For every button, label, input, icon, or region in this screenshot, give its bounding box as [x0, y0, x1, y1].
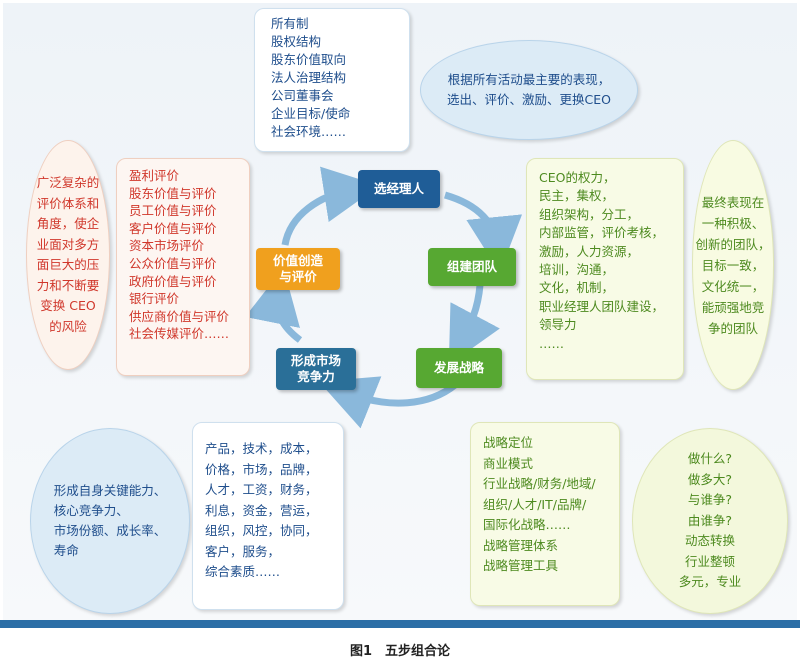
evaluation-line: 供应商价值与评价 — [129, 308, 230, 324]
arrow-select-to-team — [444, 191, 523, 273]
ownership-line: 社会环境…… — [271, 124, 347, 139]
step-build-team: 组建团队 — [428, 248, 516, 286]
outcome-line: 一种积极、 — [701, 215, 765, 231]
team-line: 文化，机制， — [539, 280, 615, 296]
step-value-label: 与评价 — [279, 269, 317, 284]
competitive-factors-box: 产品，技术，成本， 价格，市场，品牌， 人才，工资，财务， 利息，资金，营运， … — [192, 422, 344, 610]
team-line: 内部监管，评价考核， — [539, 225, 665, 241]
ceo-selection-line: 根据所有活动最主要的表现， — [447, 72, 611, 87]
risk-line: 广泛复杂的 — [36, 175, 100, 190]
team-line: 组织架构，分工， — [539, 206, 640, 222]
risk-line: 变换 CEO — [40, 298, 96, 313]
competitiveness-line: 核心竞争力、 — [53, 503, 129, 518]
competitiveness-line: 市场份额、成长率、 — [53, 523, 167, 538]
team-line: 民主，集权， — [539, 188, 615, 204]
factor-line: 综合素质…… — [205, 564, 281, 579]
evaluation-line: 盈利评价 — [129, 168, 180, 183]
step-compete-label: 形成市场 — [290, 353, 341, 368]
team-line: 领导力 — [539, 317, 577, 333]
evaluation-line: 客户价值与评价 — [129, 220, 217, 236]
arrow-compete-to-value — [245, 267, 303, 343]
figure-caption: 图1 五步组合论 — [349, 644, 451, 659]
evaluation-line: 社会传媒评价…… — [129, 326, 230, 342]
outcome-line: 创新的团队， — [695, 236, 771, 252]
step-select-manager: 选经理人 — [358, 170, 440, 208]
ownership-line: 企业目标/使命 — [271, 106, 351, 121]
step-strategy-label: 发展战略 — [433, 360, 484, 375]
team-outcome-ellipse: 最终表现在 一种积极、 创新的团队， 目标一致， 文化统一， 能顽强地竞 争的团… — [692, 140, 774, 390]
risk-line: 业面对多方 — [36, 236, 100, 252]
risk-line: 评价体系和 — [36, 195, 100, 211]
step-market-competitiveness: 形成市场 竞争力 — [276, 348, 356, 390]
ownership-line: 所有制 — [271, 16, 309, 31]
strategy-line: 组织/人才/IT/品牌/ — [483, 496, 587, 512]
risk-line: 的风险 — [49, 318, 87, 334]
strategy-line: 国际化战略…… — [483, 517, 571, 532]
evaluation-line: 银行评价 — [129, 291, 180, 307]
competitiveness-line: 寿命 — [53, 543, 79, 558]
strategy-questions-ellipse: 做什么? 做多大? 与谁争? 由谁争? 动态转换 行业整顿 多元，专业 — [632, 428, 788, 614]
evaluation-line: 政府价值与评价 — [129, 273, 217, 289]
strategy-line: 战略定位 — [483, 435, 534, 450]
ownership-box: 所有制 股权结构 股东价值取向 法人治理结构 公司董事会 企业目标/使命 社会环… — [254, 8, 410, 152]
step-team-label: 组建团队 — [446, 259, 497, 274]
factor-line: 产品，技术，成本， — [205, 441, 318, 456]
competitiveness-ellipse: 形成自身关键能力、 核心竞争力、 市场份额、成长率、 寿命 — [30, 428, 190, 614]
step-value-label: 价值创造 — [272, 253, 323, 268]
factor-line: 价格，市场，品牌， — [205, 461, 318, 477]
factor-line: 人才，工资，财务， — [205, 482, 318, 497]
evaluation-risk-ellipse: 广泛复杂的 评价体系和 角度，使企 业面对多方 面巨大的压 力和不断要 变换 C… — [26, 140, 110, 370]
arrow-strategy-to-compete — [318, 376, 458, 429]
factor-line: 组织，风控，协同， — [205, 523, 318, 538]
team-line: CEO的权力， — [539, 170, 616, 185]
question-line: 做什么? — [687, 451, 733, 467]
ownership-line: 股权结构 — [271, 34, 322, 49]
risk-line: 面巨大的压 — [36, 257, 100, 272]
question-line: 行业整顿 — [684, 553, 735, 569]
team-line: 职业经理人团队建设， — [539, 298, 665, 314]
step-value-creation: 价值创造 与评价 — [256, 248, 340, 290]
factor-line: 客户，服务， — [205, 543, 281, 559]
strategy-line: 商业模式 — [483, 455, 534, 471]
team-building-box: CEO的权力， 民主，集权， 组织架构，分工， 内部监管，评价考核， 激励，人力… — [526, 158, 684, 380]
factor-line: 利息，资金，营运， — [205, 502, 318, 518]
footer-bar — [0, 620, 800, 628]
risk-line: 角度，使企 — [36, 216, 100, 231]
outcome-line: 能顽强地竞 — [701, 299, 765, 315]
strategy-line: 战略管理体系 — [483, 537, 559, 553]
step-compete-label: 竞争力 — [297, 369, 335, 384]
value-evaluation-box: 盈利评价 股东价值与评价 员工价值与评价 客户价值与评价 资本市场评价 公众价值… — [116, 158, 250, 376]
step-develop-strategy: 发展战略 — [416, 348, 502, 388]
evaluation-line: 公众价值与评价 — [129, 255, 217, 271]
evaluation-line: 资本市场评价 — [129, 238, 205, 254]
question-line: 多元，专业 — [678, 574, 742, 590]
outcome-line: 目标一致， — [701, 257, 765, 273]
strategy-line: 行业战略/财务/地域/ — [483, 476, 596, 491]
strategy-box: 战略定位 商业模式 行业战略/财务/地域/ 组织/人才/IT/品牌/ 国际化战略… — [470, 422, 620, 606]
arrow-value-to-select — [281, 166, 380, 246]
arrow-team-to-strategy — [448, 284, 500, 365]
team-line: …… — [539, 335, 564, 351]
evaluation-line: 股东价值与评价 — [129, 185, 217, 201]
ownership-line: 公司董事会 — [271, 88, 334, 103]
strategy-line: 战略管理工具 — [483, 558, 559, 573]
ownership-line: 股东价值取向 — [271, 52, 347, 67]
competitiveness-line: 形成自身关键能力、 — [53, 483, 167, 498]
ceo-selection-ellipse: 根据所有活动最主要的表现， 选出、评价、激励、更换CEO — [420, 40, 638, 140]
step-select-label: 选经理人 — [373, 181, 424, 196]
outcome-line: 争的团队 — [707, 320, 758, 336]
risk-line: 力和不断要 — [36, 277, 100, 293]
ceo-selection-line: 选出、评价、激励、更换CEO — [447, 92, 611, 107]
team-line: 激励，人力资源， — [539, 243, 640, 259]
question-line: 动态转换 — [684, 533, 735, 549]
outcome-line: 文化统一， — [701, 278, 765, 294]
question-line: 与谁争? — [687, 492, 733, 508]
question-line: 由谁争? — [687, 512, 733, 528]
team-line: 培训，沟通， — [539, 262, 615, 278]
question-line: 做多大? — [687, 471, 733, 487]
evaluation-line: 员工价值与评价 — [129, 203, 217, 219]
outcome-line: 最终表现在 — [701, 194, 765, 210]
ownership-line: 法人治理结构 — [271, 70, 347, 85]
